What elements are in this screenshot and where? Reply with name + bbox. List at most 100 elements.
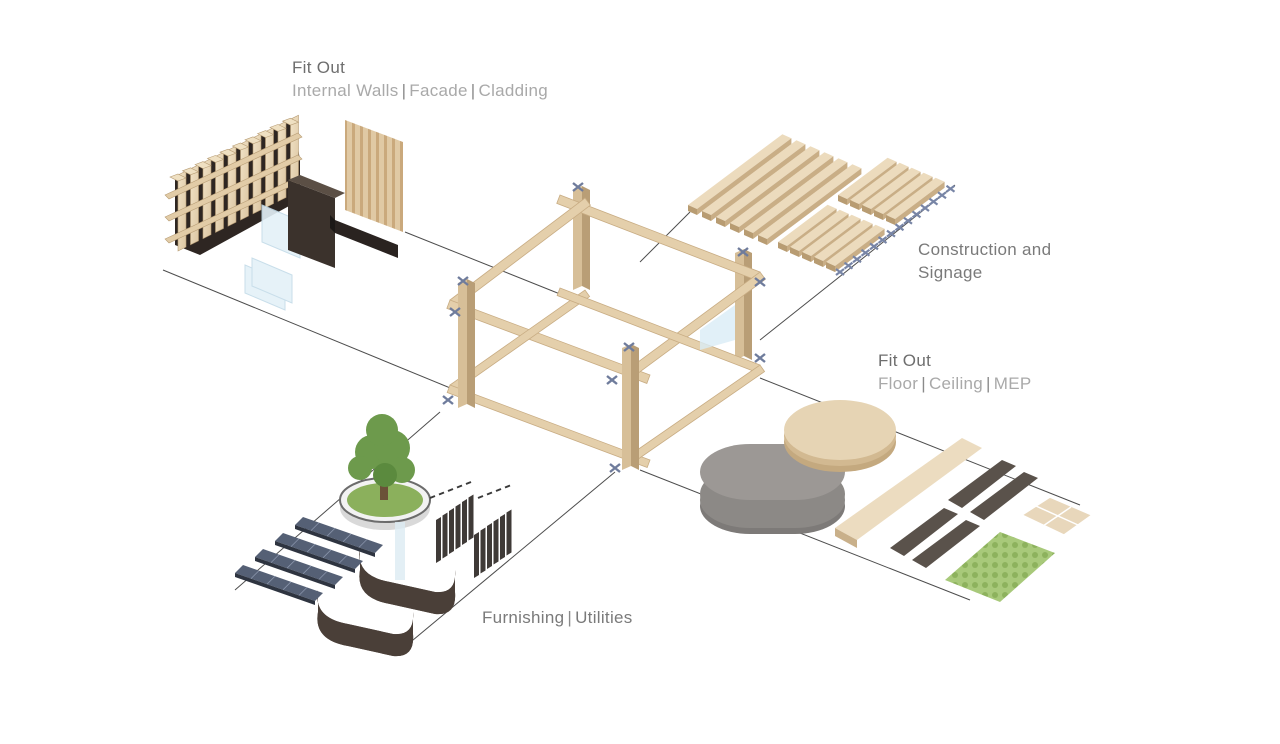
floor-board-edge bbox=[835, 528, 857, 548]
long-plank-end bbox=[744, 229, 753, 239]
shelf-fin-top bbox=[231, 142, 250, 151]
label-fit-out-internal-parts: Internal Walls|Facade|Cladding bbox=[292, 79, 548, 102]
louvre-panels bbox=[436, 494, 512, 578]
louvre-blade bbox=[480, 527, 486, 574]
long-plank-end bbox=[702, 211, 711, 221]
short-plank bbox=[778, 204, 837, 246]
frame-connector bbox=[442, 395, 454, 405]
short-plank bbox=[874, 172, 933, 214]
shelf-fin-top bbox=[244, 136, 262, 145]
solar-panel-grid bbox=[342, 533, 352, 543]
label-fit-out-floor-parts: Floor|Ceiling|MEP bbox=[878, 372, 1032, 395]
furnishing-group bbox=[235, 414, 512, 657]
label-separator: | bbox=[921, 374, 926, 393]
louvre-blade bbox=[493, 518, 499, 565]
long-plank-side bbox=[725, 150, 820, 227]
long-plank-end bbox=[688, 205, 697, 215]
louvre-blade bbox=[506, 509, 512, 556]
tree-canopy bbox=[348, 414, 415, 487]
planter bbox=[339, 414, 431, 580]
label-furnishing: Furnishing bbox=[482, 608, 565, 627]
fixing-dash bbox=[456, 484, 463, 489]
signage-marker bbox=[886, 229, 896, 238]
solar-panel-grid bbox=[338, 555, 348, 564]
label-ceiling: Ceiling bbox=[928, 374, 984, 393]
label-construction-signage: Construction and Signage bbox=[918, 238, 1051, 284]
frame-connector bbox=[606, 375, 618, 385]
signage-markers bbox=[835, 184, 956, 276]
floor-ceiling-group bbox=[700, 400, 1094, 602]
shelf-fin-top bbox=[181, 167, 200, 176]
short-plank-end bbox=[886, 215, 895, 225]
floor-board bbox=[835, 438, 982, 540]
signage-marker bbox=[937, 191, 947, 200]
long-plank bbox=[702, 140, 806, 215]
signage-marker bbox=[852, 255, 862, 264]
shelf-rail bbox=[164, 154, 303, 222]
timber-planks-group bbox=[688, 134, 945, 272]
louvre-blade bbox=[455, 503, 461, 550]
shelf-fin-top bbox=[219, 148, 237, 157]
long-plank-end bbox=[716, 217, 725, 227]
solar-panel-grid bbox=[358, 539, 368, 548]
short-plank-end bbox=[850, 200, 859, 210]
short-plank-end bbox=[874, 210, 883, 220]
short-plank-side bbox=[835, 228, 885, 272]
label-fit-out-floor-title: Fit Out bbox=[878, 351, 932, 370]
solar-panel-grid bbox=[310, 522, 320, 531]
frame-post-front-right-side bbox=[631, 344, 639, 470]
signage-marker bbox=[911, 210, 922, 219]
signage-marker bbox=[860, 248, 871, 257]
mep-joists bbox=[890, 460, 1038, 568]
label-cladding: Cladding bbox=[478, 81, 549, 100]
louvre-blade bbox=[449, 508, 454, 554]
signage-marker bbox=[920, 204, 930, 212]
axis-line-bottom-right bbox=[394, 471, 616, 656]
long-plank-side bbox=[767, 168, 862, 245]
dark-beam bbox=[335, 220, 398, 258]
concrete-slabs bbox=[700, 444, 845, 534]
label-separator: | bbox=[401, 81, 407, 100]
axis-line-left-upper bbox=[162, 269, 461, 393]
short-plank-end bbox=[862, 205, 871, 215]
fixing-dash bbox=[438, 491, 445, 496]
short-plank bbox=[802, 214, 861, 256]
solar-panel-edge bbox=[295, 525, 375, 557]
short-plank bbox=[850, 162, 909, 204]
short-plank bbox=[814, 219, 873, 261]
solar-panel-edge bbox=[275, 541, 355, 573]
solar-panel-grid bbox=[318, 571, 328, 580]
fixing-dash bbox=[477, 495, 484, 499]
timber-frame bbox=[442, 182, 766, 473]
floor-tiles bbox=[1020, 496, 1094, 536]
frame-post-back-right bbox=[735, 249, 744, 360]
long-plank bbox=[758, 164, 862, 239]
shelf-rail bbox=[164, 132, 303, 200]
internal-walls-group bbox=[164, 114, 403, 311]
shelf-fin-top bbox=[194, 161, 212, 169]
signage-marker bbox=[835, 268, 845, 276]
solar-panel bbox=[275, 533, 363, 569]
label-construction-line1: Construction and bbox=[918, 240, 1052, 259]
solar-panel-grid bbox=[250, 570, 260, 579]
louvre-blade bbox=[500, 514, 505, 560]
signage-marker bbox=[928, 197, 939, 206]
solar-panel-grid bbox=[302, 565, 312, 575]
label-separator: | bbox=[470, 81, 476, 100]
label-facade: Facade bbox=[409, 81, 468, 100]
ceiling-disc bbox=[784, 400, 896, 472]
solar-panel-grid bbox=[322, 549, 332, 559]
timber-cladding-panel bbox=[345, 120, 403, 232]
curved-benches bbox=[317, 548, 456, 657]
axis-line-front-floor bbox=[639, 469, 971, 601]
signage-marker bbox=[877, 236, 888, 244]
long-plank bbox=[730, 152, 834, 227]
label-mep: MEP bbox=[993, 374, 1032, 393]
dark-wall-panel bbox=[288, 180, 335, 268]
short-plank-side bbox=[895, 181, 945, 225]
frame-post-front-left bbox=[458, 279, 467, 408]
solar-panel-grid bbox=[266, 575, 276, 585]
dark-beam-front bbox=[330, 215, 335, 233]
